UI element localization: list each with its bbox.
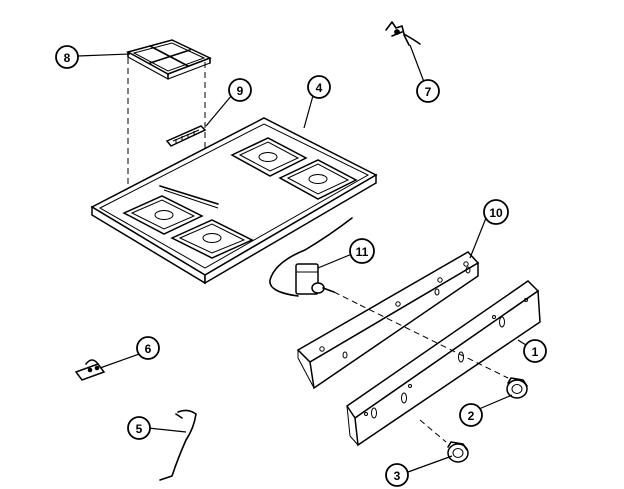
callout-label: 7	[425, 85, 432, 99]
callout-10: 10	[483, 199, 509, 225]
callout-label: 11	[356, 245, 369, 259]
retaining-clip	[385, 21, 421, 46]
callout-label: 9	[237, 84, 244, 98]
guide-line	[359, 304, 509, 379]
control-manifold	[345, 280, 541, 447]
callout-label: 3	[394, 469, 401, 483]
callout-label: 4	[316, 81, 323, 95]
callout-label: 1	[532, 345, 539, 359]
callout-label: 8	[64, 51, 71, 65]
callout-1: 1	[523, 339, 547, 363]
guide-line	[419, 419, 447, 443]
ignition-wire	[159, 409, 197, 481]
center-bracket	[165, 125, 207, 147]
burner-grate	[126, 39, 212, 80]
callout-5: 5	[127, 416, 151, 440]
callout-9: 9	[228, 78, 252, 102]
callout-label: 10	[489, 206, 503, 220]
manifold-bracket	[296, 251, 480, 390]
callout-11: 11	[349, 238, 375, 264]
callout-7: 7	[416, 79, 440, 103]
orifice-fitting	[447, 441, 469, 463]
gas-valve	[269, 217, 361, 306]
callout-label: 6	[145, 342, 152, 356]
callout-label: 5	[136, 422, 143, 436]
burner-valve	[506, 377, 528, 399]
callout-3: 3	[385, 463, 409, 487]
callout-2: 2	[459, 403, 483, 427]
callout-8: 8	[55, 45, 79, 69]
spring-clip	[74, 359, 106, 381]
callout-4: 4	[307, 75, 331, 99]
callout-6: 6	[136, 336, 160, 360]
cooktop	[90, 117, 378, 285]
callout-label: 2	[468, 409, 475, 423]
